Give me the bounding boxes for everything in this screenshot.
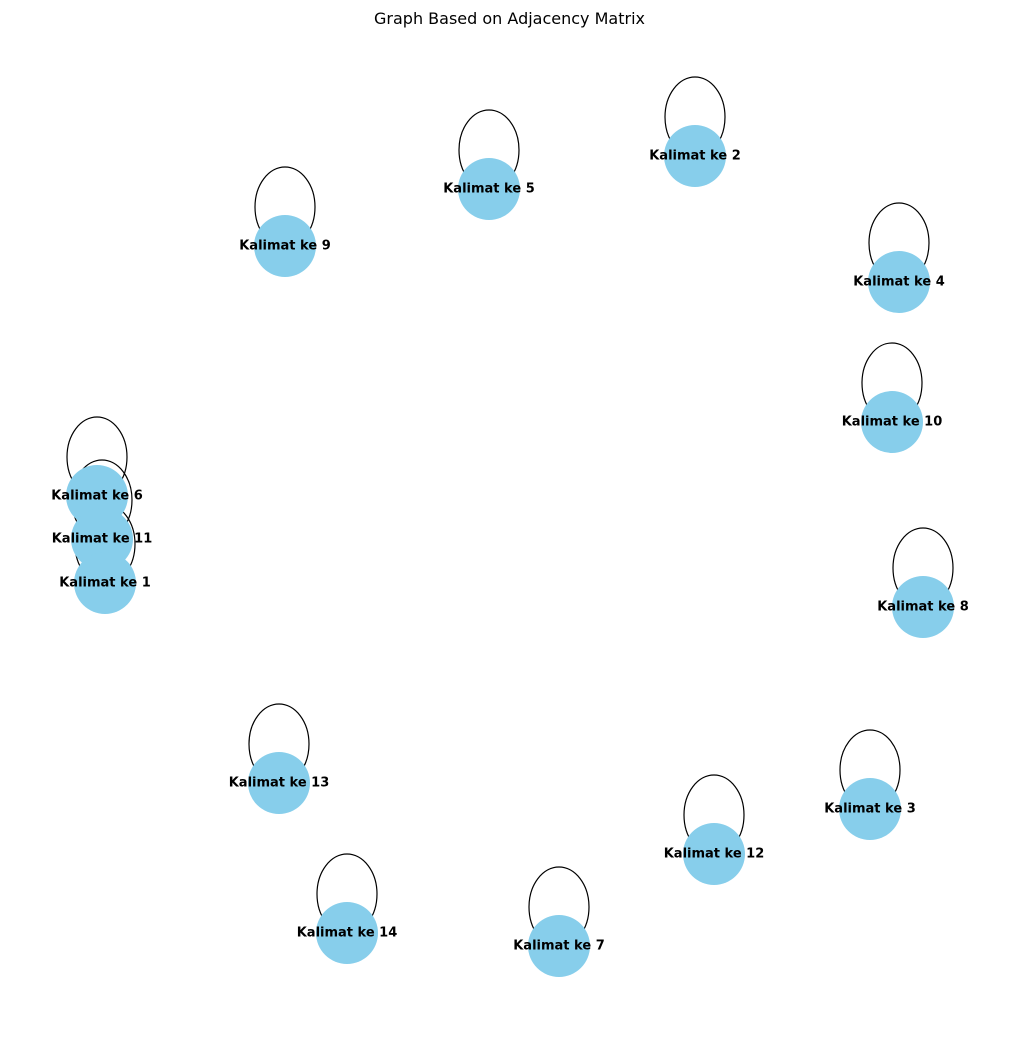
graph-node-9 <box>254 215 316 277</box>
graph-node-14 <box>316 902 378 964</box>
node-label-14: Kalimat ke 14 <box>297 926 398 941</box>
graph-node-12 <box>683 823 745 885</box>
node-label-1: Kalimat ke 1 <box>59 576 151 591</box>
node-label-2: Kalimat ke 2 <box>649 149 741 164</box>
graph-node-13 <box>248 752 310 814</box>
graph-node-2 <box>664 125 726 187</box>
graph-node-7 <box>528 915 590 977</box>
graph-nodes <box>66 125 954 977</box>
node-label-7: Kalimat ke 7 <box>513 939 605 954</box>
node-label-8: Kalimat ke 8 <box>877 600 969 615</box>
graph-node-5 <box>458 158 520 220</box>
graph-node-8 <box>892 576 954 638</box>
node-label-5: Kalimat ke 5 <box>443 182 535 197</box>
node-label-13: Kalimat ke 13 <box>229 776 330 791</box>
node-label-9: Kalimat ke 9 <box>239 239 331 254</box>
graph-node-1 <box>74 552 136 614</box>
node-label-6: Kalimat ke 6 <box>51 489 143 504</box>
graph-node-10 <box>861 391 923 453</box>
node-label-10: Kalimat ke 10 <box>842 415 943 430</box>
node-label-12: Kalimat ke 12 <box>664 847 765 862</box>
node-label-11: Kalimat ke 11 <box>52 532 153 547</box>
graph-node-4 <box>868 251 930 313</box>
node-label-4: Kalimat ke 4 <box>853 275 945 290</box>
graph-node-3 <box>839 778 901 840</box>
graph-title: Graph Based on Adjacency Matrix <box>374 9 645 28</box>
node-label-3: Kalimat ke 3 <box>824 802 916 817</box>
node-labels: Kalimat ke 6 Kalimat ke 11 Kalimat ke 1 Kal… <box>51 149 969 954</box>
graph-node-11 <box>71 508 133 570</box>
